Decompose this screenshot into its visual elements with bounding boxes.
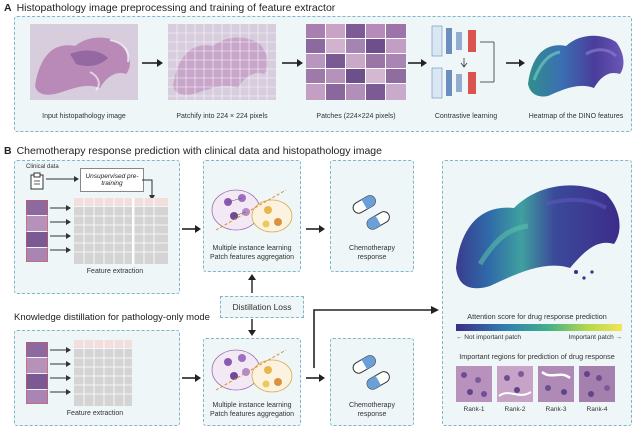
response-bottom-line1: Chemotherapy <box>349 402 395 409</box>
step-heatmap-label: Heatmap of the DINO features <box>528 113 624 120</box>
arrow-right-icon <box>282 59 303 67</box>
important-label: Important patch → <box>568 334 622 341</box>
mil-aggregation-diagram <box>211 189 293 233</box>
arrow-down-icon <box>248 319 256 336</box>
clinical-data-tag: Clinical data <box>26 164 59 170</box>
arrow-right-icon <box>506 59 525 67</box>
step-input-label: Input histopathology image <box>42 113 126 120</box>
rank-4-label: Rank-4 <box>586 406 608 413</box>
distillation-loss-box: Distillation Loss <box>220 296 304 318</box>
attention-caption: Attention score for drug response predic… <box>467 312 607 321</box>
clipboard-icon <box>30 172 44 190</box>
rank-2-label: Rank-2 <box>504 406 526 413</box>
panel-b-heading: Chemotherapy response prediction with cl… <box>16 145 382 157</box>
kd-feature-table <box>74 340 132 406</box>
patches-mosaic-image <box>306 24 406 100</box>
arrows-to-features <box>50 205 71 253</box>
feature-table <box>74 198 168 264</box>
kd-feature-extraction-label: Feature extraction <box>66 410 124 417</box>
panel-a-letter: A <box>4 2 12 14</box>
rank-1-label: Rank-1 <box>463 406 485 413</box>
attention-colorbar <box>456 324 622 331</box>
pretraining-box: Unsupervised pre-training <box>80 168 144 192</box>
arrow-right-icon <box>182 225 201 233</box>
arrow-down-icon <box>142 179 155 200</box>
mil-bottom-line1: Multiple instance learning <box>212 402 292 409</box>
patchify-grid-image <box>168 24 276 100</box>
rank-2-patch <box>497 366 533 402</box>
arrow-up-icon <box>248 274 256 293</box>
response-bottom-line2: response <box>357 411 387 418</box>
panel-b-letter: B <box>4 145 12 157</box>
kd-title: Knowledge distillation for pathology-onl… <box>14 312 210 323</box>
arrow-right-icon <box>46 176 79 182</box>
dino-heatmap-image <box>528 35 624 97</box>
rank-3-patch <box>538 366 574 402</box>
rank-3-label: Rank-3 <box>545 406 567 413</box>
arrow-right-icon <box>306 225 325 233</box>
mil-top-line2: Patch features aggregation <box>209 254 295 261</box>
arrow-right-icon <box>306 374 325 382</box>
step-patchify-label: Patchify into 224 × 224 pixels <box>176 113 268 120</box>
arrow-right-icon <box>142 59 163 67</box>
mil-bottom-line2: Patch features aggregation <box>209 411 295 418</box>
input-histopathology-image <box>30 24 138 100</box>
step-contrastive-label: Contrastive learning <box>434 113 498 120</box>
response-top-line1: Chemotherapy <box>349 245 395 252</box>
distillation-loss-label: Distillation Loss <box>232 302 292 312</box>
panel-a-heading: Histopathology image preprocessing and t… <box>16 2 336 14</box>
response-box-top <box>330 160 414 272</box>
panel-a-title: A Histopathology image preprocessing and … <box>4 2 335 14</box>
not-important-label: ← Not important patch <box>456 334 522 341</box>
connector-arrow <box>313 306 439 368</box>
patch-thumbnails <box>26 200 48 262</box>
pill-capsule-icon <box>352 195 390 230</box>
attention-heatmap-image <box>456 185 620 289</box>
rank-1-patch <box>456 366 492 402</box>
pretraining-label: Unsupervised pre-training <box>85 172 139 187</box>
kd-patch-thumbnails <box>26 342 48 404</box>
arrow-right-icon <box>408 59 427 67</box>
regions-caption: Important regions for prediction of drug… <box>459 352 615 361</box>
contrastive-learning-diagram <box>431 25 495 99</box>
pill-capsule-icon <box>352 355 390 390</box>
panel-b-title: B Chemotherapy response prediction with c… <box>4 145 382 157</box>
kd-mil-aggregation-diagram <box>211 349 293 393</box>
rank-4-patch <box>579 366 615 402</box>
kd-arrows-to-features <box>50 347 71 395</box>
feature-extraction-label: Feature extraction <box>86 268 144 275</box>
step-patches-label: Patches (224×224 pixels) <box>316 113 396 120</box>
response-top-line2: response <box>357 254 387 261</box>
arrow-right-icon <box>182 374 201 382</box>
mil-top-line1: Multiple instance learning <box>212 245 292 252</box>
